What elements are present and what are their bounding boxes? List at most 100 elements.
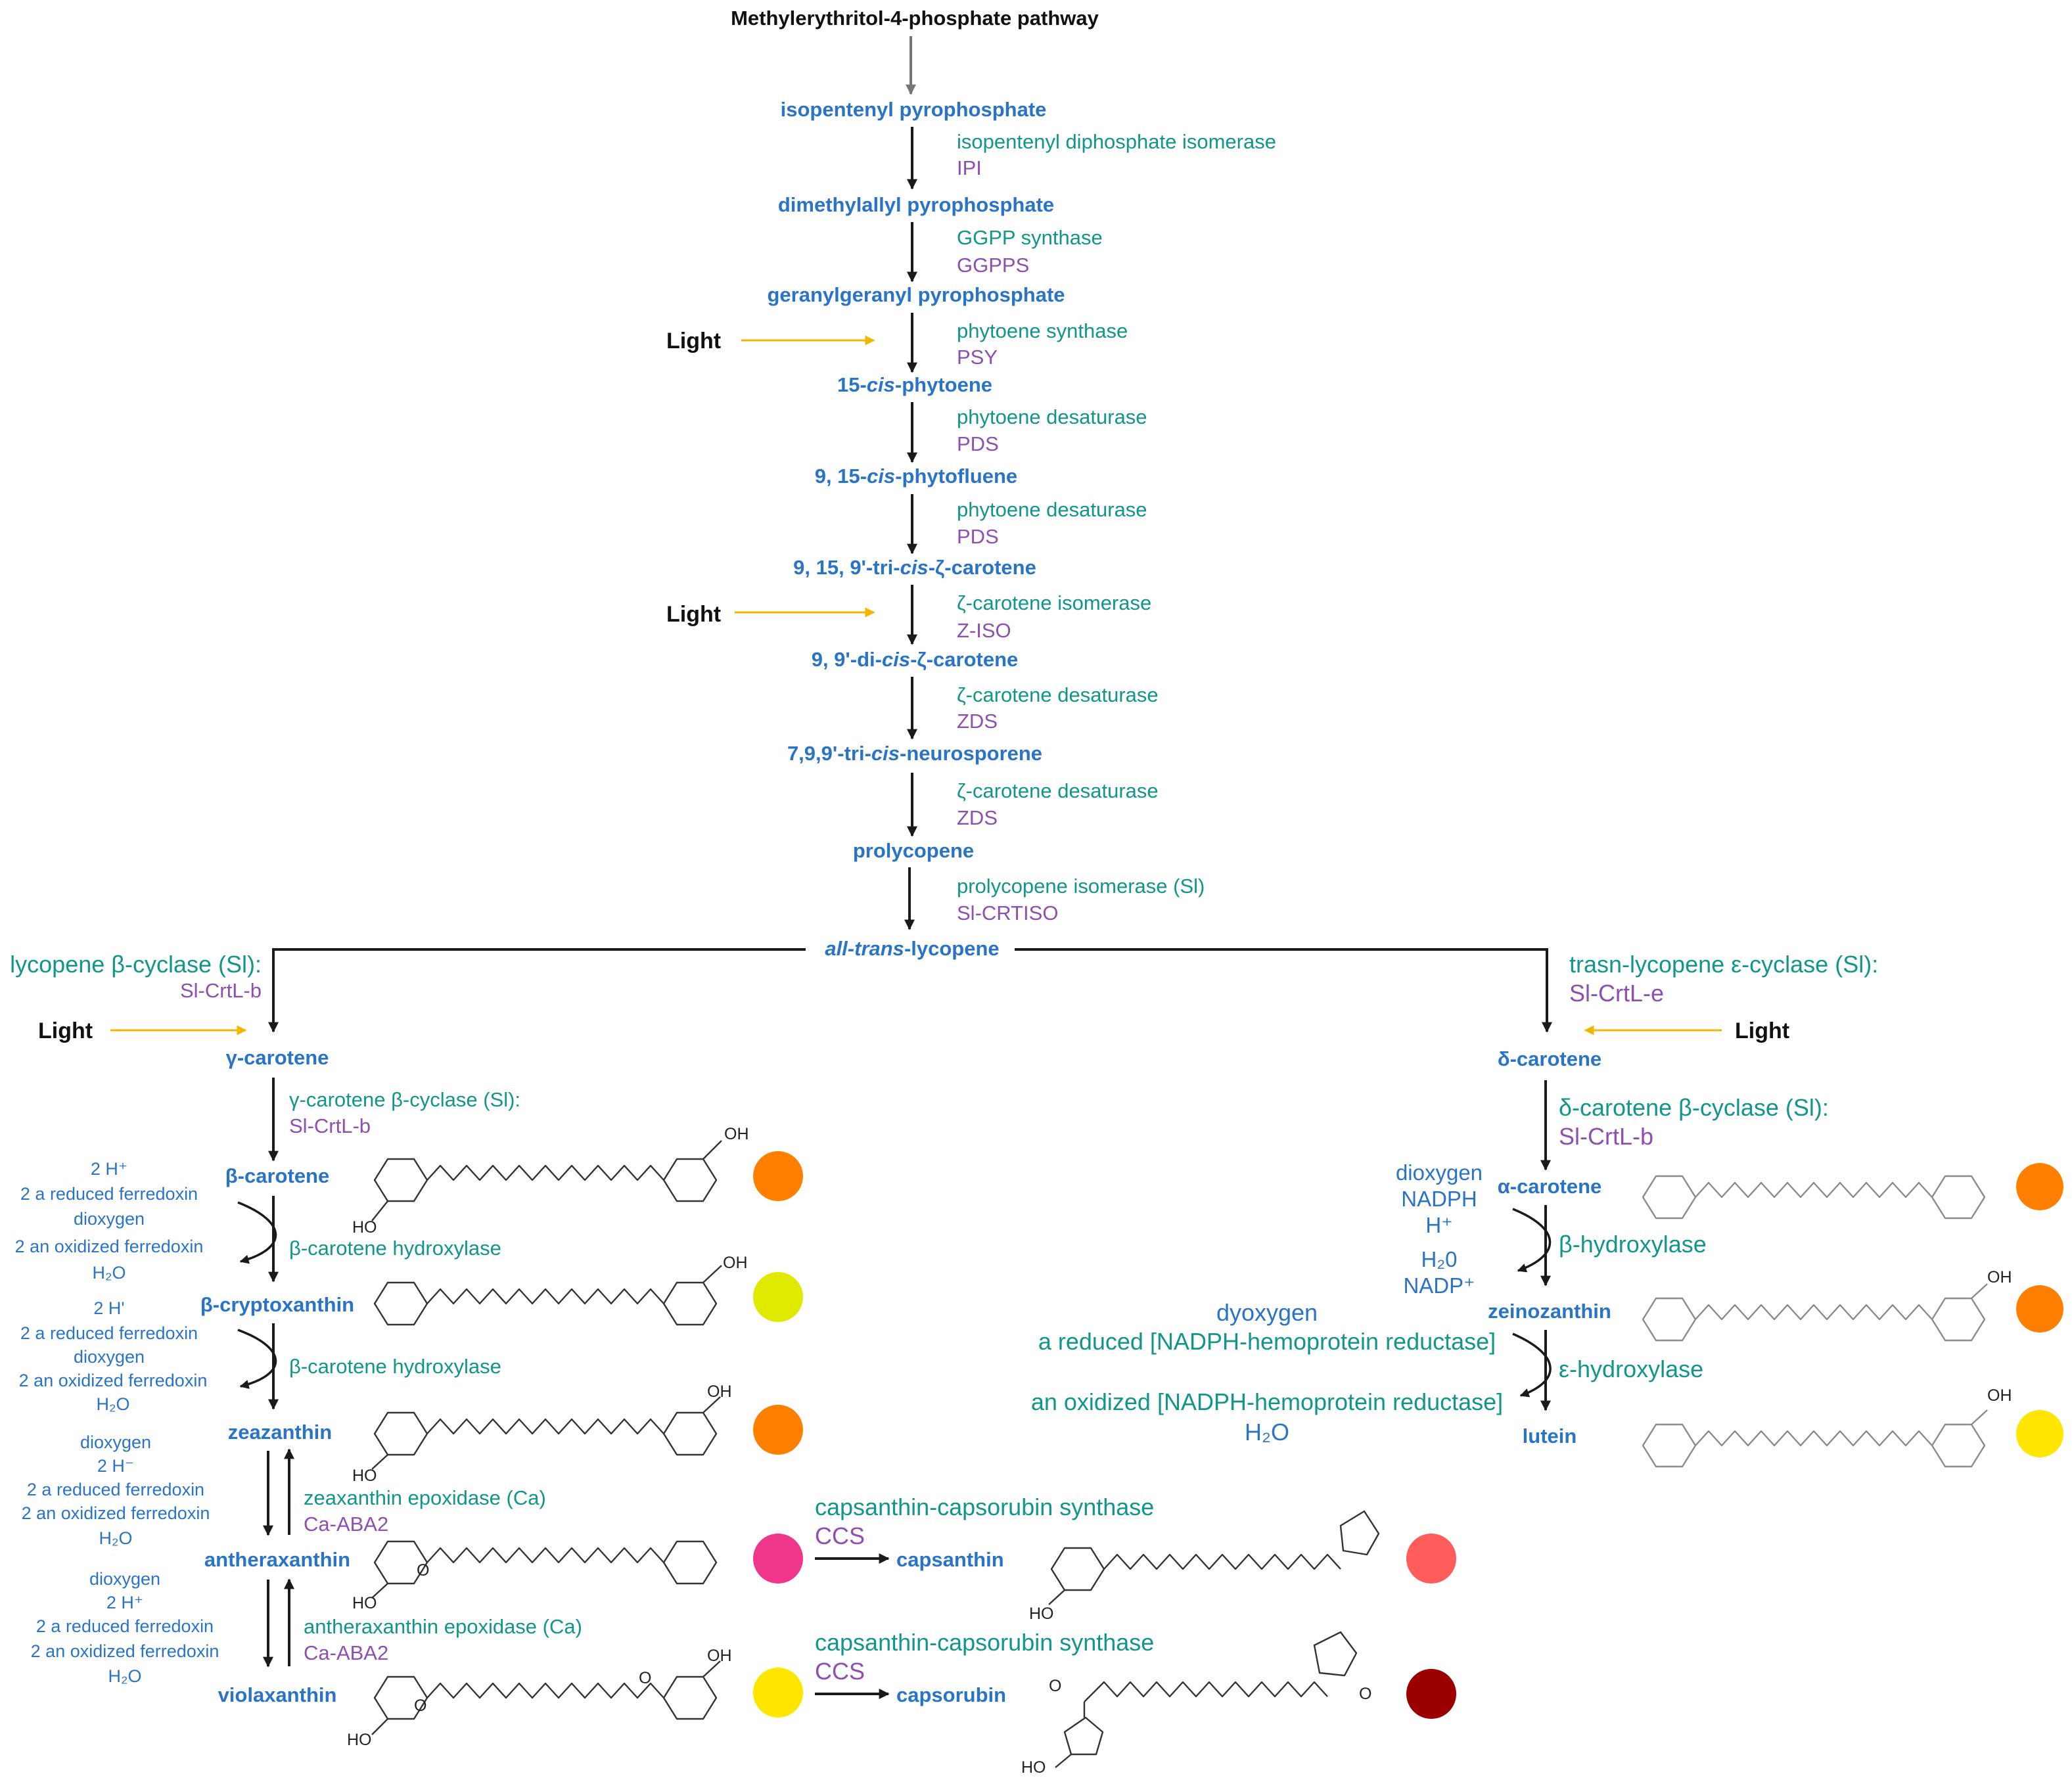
cofactor-curve-4 (1512, 1333, 1552, 1398)
cofactor-text: 2 an oxidized ferredoxin (19, 1371, 208, 1390)
metabolite-capsorubin: capsorubin (896, 1683, 1006, 1706)
color-dot-capsorubin (1406, 1669, 1456, 1719)
atom-label: O (414, 1697, 426, 1715)
enzyme-zds-1: ζ-carotene desaturase (957, 683, 1159, 706)
cofactor-block-4: dioxygen 2 H⁺ 2 a reduced ferredoxin 2 a… (31, 1569, 219, 1686)
pathway-title: Methylerythritol-4-phosphate pathway (731, 7, 1099, 30)
cofactor-text: H₂O (93, 1263, 126, 1283)
atom-label: HO (347, 1731, 372, 1749)
enzyme-crtiso: prolycopene isomerase (Sl) (957, 875, 1205, 898)
cofactor-text: 2 H' (93, 1298, 124, 1318)
cofactor-text: 2 an oxidized ferredoxin (15, 1237, 204, 1256)
enzyme-lycopene-epsilon-cyclase: trasn-lycopene ε-cyclase (Sl): (1569, 951, 1878, 978)
light-label-3: Light (38, 1018, 93, 1043)
metabolite-violaxanthin: violaxanthin (218, 1683, 337, 1706)
light-label-4: Light (1735, 1018, 1789, 1043)
cofactor-block-3: dioxygen 2 H⁻ 2 a reduced ferredoxin 2 a… (22, 1432, 210, 1548)
gene-ca-aba2-1: Ca-ABA2 (304, 1513, 388, 1536)
cofactor-text: 2 a reduced ferredoxin (27, 1480, 204, 1499)
metabolite-lutein: lutein (1523, 1425, 1577, 1447)
structure-capsorubin: O O HO (1021, 1631, 1371, 1777)
gene-crtiso: Sl-CRTISO (957, 901, 1058, 924)
metabolite-alpha-carotene: α-carotene (1498, 1175, 1602, 1198)
cofactor-text: dyoxygen (1216, 1299, 1318, 1326)
metabolite-beta-cryptoxanthin: β-cryptoxanthin (200, 1293, 354, 1316)
metabolite-beta-carotene: β-carotene (225, 1164, 329, 1187)
gene-ccs-2: CCS (815, 1658, 865, 1685)
cofactor-text: dioxygen (80, 1432, 151, 1452)
atom-label: OH (1987, 1386, 2012, 1405)
cofactor-text: dioxygen (74, 1347, 145, 1367)
enzyme-gamma-carotene-cyclase: γ-carotene β-cyclase (Sl): (289, 1088, 520, 1111)
metabolite-prolycopene: prolycopene (853, 839, 974, 862)
cofactor-text: NADPH (1401, 1187, 1477, 1211)
gene-ipi: IPI (957, 156, 982, 179)
gene-ca-aba2-2: Ca-ABA2 (304, 1641, 388, 1664)
cofactor-text: H₂O (99, 1528, 133, 1548)
gene-ggpps: GGPPS (957, 254, 1029, 277)
metabolite-zeazanthin: zeazanthin (228, 1421, 332, 1444)
cofactor-block-5: dioxygen NADPH H⁺ H₂0 NADP⁺ (1396, 1160, 1483, 1298)
gene-crtl-b-1: Sl-CrtL-b (180, 979, 262, 1002)
metabolite-geranylgeranyl-pyrophosphate: geranylgeranyl pyrophosphate (767, 283, 1065, 306)
atom-label: OH (707, 1382, 732, 1401)
metabolite-neurosporene: 7,9,9'-tri-cis-neurosporene (787, 742, 1042, 765)
metabolite-15-cis-phytoene: 15-cis-phytoene (837, 373, 992, 396)
color-dot-alpha-carotene (2016, 1163, 2063, 1210)
cofactor-text: 2 H⁻ (97, 1456, 134, 1476)
color-dot-zeazanthin (753, 1405, 803, 1455)
cofactor-text: H₂0 (1421, 1247, 1458, 1271)
metabolite-zeinozanthin: zeinozanthin (1488, 1300, 1611, 1323)
structure-antheraxanthin: O HO (352, 1540, 718, 1612)
atom-label: HO (352, 1594, 377, 1612)
cofactor-text: 2 H⁺ (106, 1593, 143, 1612)
atom-label: O (1049, 1677, 1061, 1695)
metabolite-9-15-cis-phytofluene: 9, 15-cis-phytofluene (815, 465, 1017, 488)
cofactor-block-2: 2 H' 2 a reduced ferredoxin dioxygen 2 a… (19, 1298, 208, 1414)
enzyme-delta-carotene-cyclase: δ-carotene β-cyclase (Sl): (1559, 1094, 1829, 1121)
metabolite-di-cis-zeta-carotene: 9, 9'-di-cis-ζ-carotene (812, 648, 1019, 671)
enzyme-beta-carotene-hydroxylase-1: β-carotene hydroxylase (289, 1237, 501, 1260)
cofactor-text: 2 a reduced ferredoxin (20, 1323, 198, 1343)
structure-alpha-carotene (1642, 1175, 1986, 1220)
cofactor-text: H₂O (108, 1666, 142, 1686)
color-dot-capsanthin (1406, 1534, 1456, 1584)
gene-z-iso: Z-ISO (957, 619, 1011, 642)
atom-label: HO (352, 1218, 377, 1237)
branch-line-left (268, 948, 806, 1033)
gene-zds-1: ZDS (957, 710, 998, 733)
metabolite-dimethylallyl-pyrophosphate: dimethylallyl pyrophosphate (778, 193, 1054, 216)
gene-ccs-1: CCS (815, 1522, 865, 1549)
color-dot-antheraxanthin (753, 1534, 803, 1584)
cofactor-text: H₂O (1245, 1419, 1289, 1446)
color-dot-lutein (2016, 1410, 2063, 1457)
metabolite-antheraxanthin: antheraxanthin (204, 1548, 350, 1571)
cofactor-text: a reduced [NADPH-hemoprotein reductase] (1038, 1328, 1496, 1355)
metabolite-delta-carotene: δ-carotene (1498, 1047, 1601, 1070)
enzyme-beta-hydroxylase: β-hydroxylase (1559, 1231, 1707, 1258)
color-dot-beta-cryptoxanthin (753, 1272, 803, 1322)
cofactor-text: 2 a reduced ferredoxin (36, 1616, 214, 1636)
cofactor-curve-1 (237, 1201, 277, 1264)
cofactor-text: H₂O (97, 1394, 130, 1414)
atom-label: O (417, 1561, 429, 1580)
cofactor-text: dioxygen (1396, 1160, 1483, 1185)
gene-crtl-b-2: Sl-CrtL-b (289, 1114, 371, 1137)
atom-label: O (639, 1669, 651, 1687)
enzyme-pds-1: phytoene desaturase (957, 405, 1147, 428)
atom-label: OH (1987, 1268, 2012, 1287)
cofactor-text: NADP⁺ (1403, 1273, 1475, 1298)
color-dot-beta-carotene (753, 1151, 803, 1201)
structure-beta-carotene: HO OH (352, 1125, 749, 1237)
atom-label: OH (724, 1125, 749, 1143)
gene-crtl-b-3: Sl-CrtL-b (1559, 1123, 1653, 1150)
gene-zds-2: ZDS (957, 806, 998, 829)
atom-label: OH (723, 1254, 748, 1272)
gene-crtl-e: Sl-CrtL-e (1569, 980, 1664, 1007)
light-label-1: Light (666, 329, 721, 353)
metabolite-isopentenyl-pyrophosphate: isopentenyl pyrophosphate (781, 98, 1047, 121)
gene-psy: PSY (957, 346, 998, 369)
structure-violaxanthin: O O OH HO (347, 1647, 732, 1749)
structure-capsanthin: HO (1029, 1510, 1380, 1623)
atom-label: HO (1021, 1758, 1046, 1777)
